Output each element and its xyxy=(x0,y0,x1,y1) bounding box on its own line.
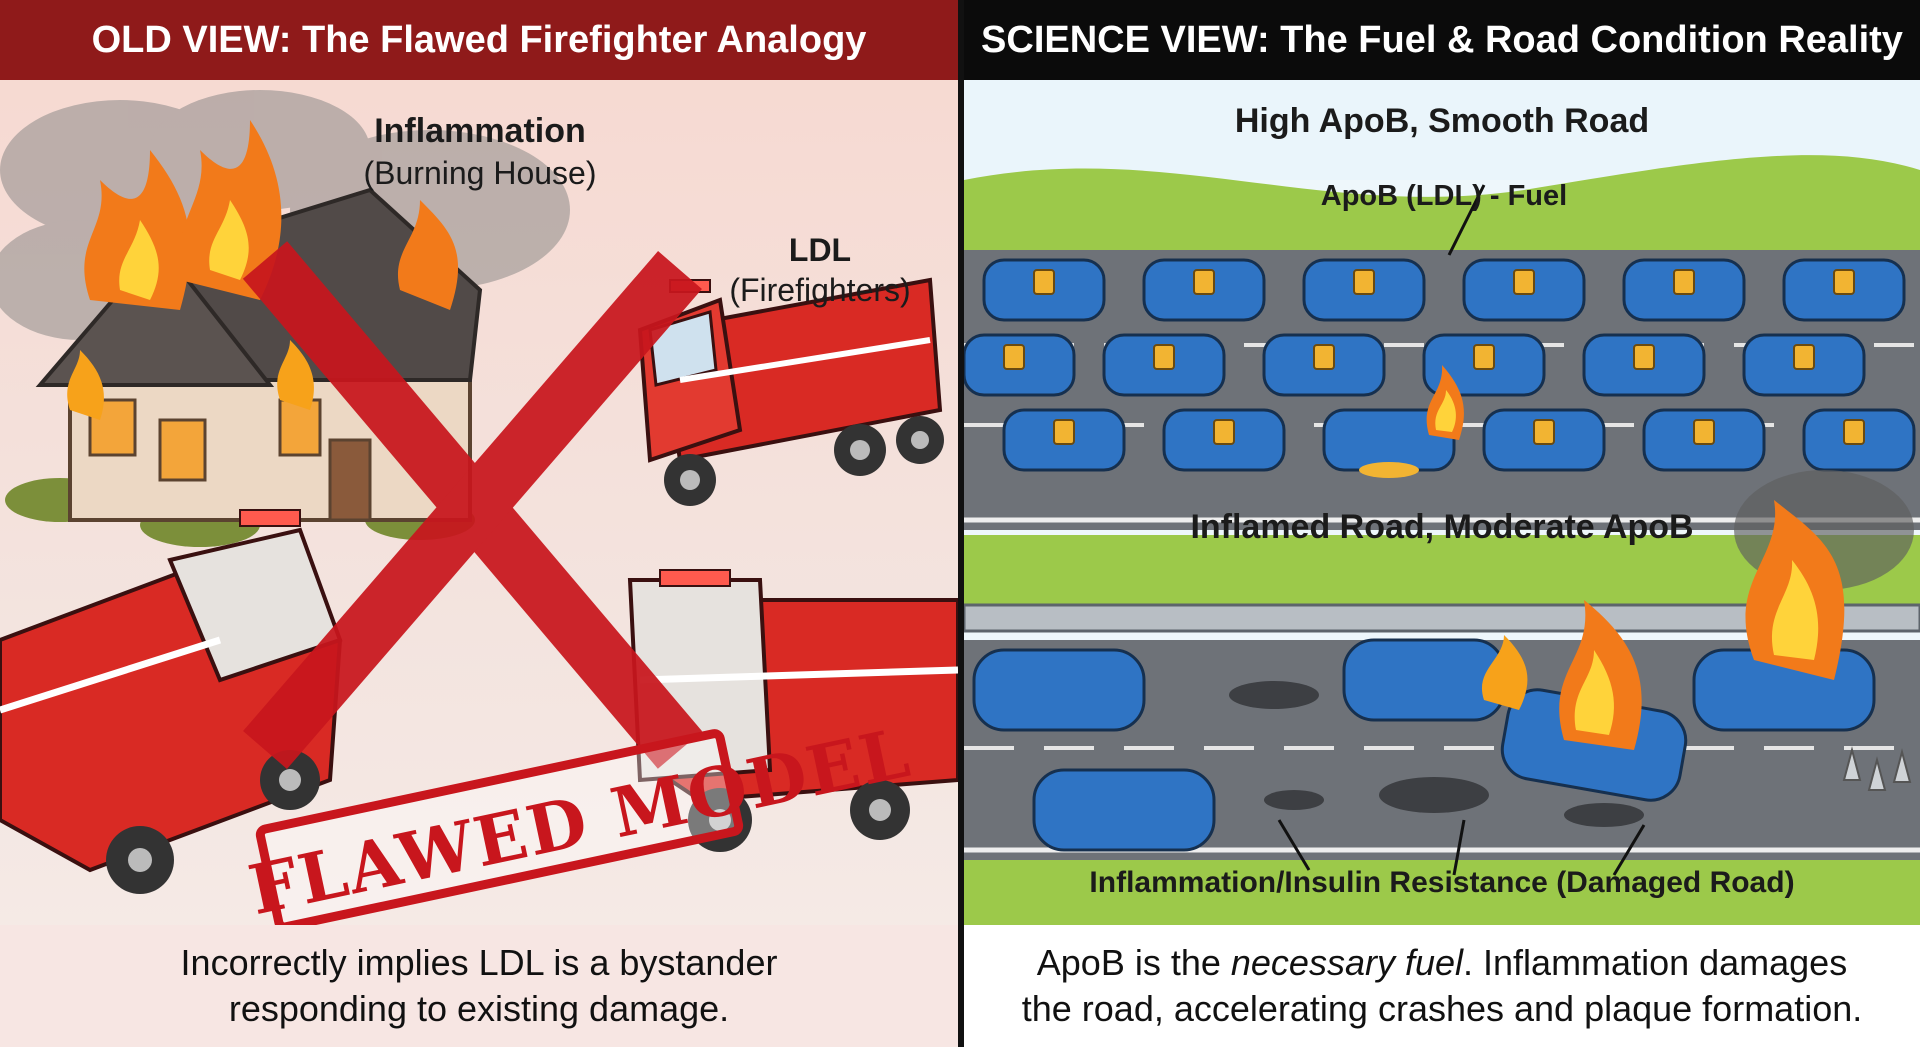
fuel-pointer-arrow xyxy=(1447,184,1486,256)
inflammation-label: Inflammation xyxy=(374,112,586,150)
science-caption-line-2: the road, accelerating crashes and plaqu… xyxy=(1021,988,1863,1029)
firefighter-illustration xyxy=(0,90,958,925)
potholes xyxy=(1229,681,1644,827)
scene-2-title: Inflamed Road, Moderate ApoB xyxy=(1190,508,1694,546)
rejection-x-mark xyxy=(242,241,703,769)
crash-flames-large xyxy=(1481,500,1845,750)
fire-truck-1 xyxy=(637,277,944,506)
science-caption-line-1: ApoB is the necessary fuel. Inflammation… xyxy=(1022,940,1863,986)
damaged-road-label: Inflammation/Insulin Resistance (Damaged… xyxy=(1089,866,1795,899)
old-caption-line-1: Incorrectly implies LDL is a bystander xyxy=(180,942,778,983)
caption-text-start: ApoB is the xyxy=(1036,942,1231,983)
fire-truck-2 xyxy=(0,509,343,894)
ldl-label: LDL xyxy=(788,232,852,268)
green-hills-top xyxy=(964,155,1920,260)
flame-cores xyxy=(119,200,249,300)
old-view-header: OLD VIEW: The Flawed Firefighter Analogy xyxy=(0,0,958,80)
old-view-caption: Incorrectly implies LDL is a bystander r… xyxy=(0,925,958,1047)
green-verge xyxy=(964,535,1920,610)
firefighters-label: (Firefighters) xyxy=(729,272,911,308)
caption-text-end: . Inflammation damages xyxy=(1463,942,1848,983)
crashing-cars xyxy=(972,638,1876,852)
road-spikes xyxy=(1842,746,1912,791)
fuel-label: ApoB (LDL) - Fuel xyxy=(1320,180,1568,212)
fuel-pump-icon xyxy=(1003,269,1865,445)
science-view-caption: ApoB is the necessary fuel. Inflammation… xyxy=(964,925,1920,1047)
crash-flame-small xyxy=(1359,365,1464,478)
flawed-model-stamp xyxy=(255,729,744,925)
old-caption-line-2: responding to existing damage. xyxy=(228,988,730,1029)
house-flames xyxy=(67,120,459,420)
road-illustration xyxy=(964,80,1920,925)
caption-emphasis: necessary fuel xyxy=(1230,942,1464,983)
burning-house-label: (Burning House) xyxy=(363,155,597,191)
scene-1-title: High ApoB, Smooth Road xyxy=(1234,102,1650,140)
science-view-panel: SCIENCE VIEW: The Fuel & Road Condition … xyxy=(964,0,1920,1047)
damage-pointer-arrows xyxy=(1277,819,1646,876)
old-view-panel: OLD VIEW: The Flawed Firefighter Analogy xyxy=(0,0,958,1047)
science-view-header: SCIENCE VIEW: The Fuel & Road Condition … xyxy=(964,0,1920,80)
panel-divider xyxy=(958,0,964,1047)
